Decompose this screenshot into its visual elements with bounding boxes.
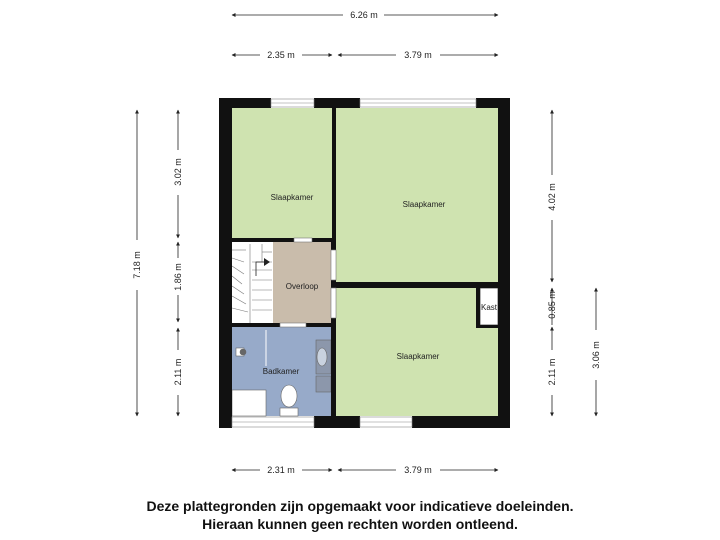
walls <box>219 98 510 428</box>
room-slaapkamer-top-right <box>336 108 498 282</box>
label-slaapkamer-top-left: Slaapkamer <box>271 193 314 202</box>
dimension-lines <box>135 13 598 472</box>
dim-top-right: 3.79 m <box>404 50 432 60</box>
dim-right-outer: 3.06 m <box>591 341 601 369</box>
shower-icon <box>231 389 267 417</box>
stair-arrow-icon <box>255 258 270 276</box>
towel-rail-icon <box>235 347 247 357</box>
bathroom-fixtures <box>231 330 332 417</box>
room-slaapkamer-top-left <box>232 108 332 238</box>
staircase <box>231 242 272 323</box>
dim-bottom-left: 2.31 m <box>267 465 295 475</box>
dim-left-mid: 1.86 m <box>173 263 183 291</box>
label-badkamer: Badkamer <box>263 367 300 376</box>
dim-right-mid: 0.85 m <box>547 291 557 319</box>
label-overloop: Overloop <box>286 282 319 291</box>
room-overloop <box>273 242 331 323</box>
sink-icon <box>315 339 332 393</box>
toilet-icon <box>279 384 299 417</box>
dim-top-total: 6.26 m <box>350 10 378 20</box>
dim-left-top: 3.02 m <box>173 158 183 186</box>
windows <box>231 98 477 428</box>
dim-right-bottom: 2.11 m <box>547 359 557 386</box>
disclaimer-line-2: Hieraan kunnen geen rechten worden ontle… <box>202 516 518 532</box>
door-badkamer <box>279 322 307 328</box>
dim-left-total: 7.18 m <box>132 251 142 279</box>
room-slaapkamer-bottom-right <box>336 288 498 416</box>
door-overloop-right-bottom <box>330 287 337 319</box>
dim-bottom-right: 3.79 m <box>404 465 432 475</box>
dim-right-top: 4.02 m <box>547 183 557 211</box>
disclaimer-line-1: Deze plattegronden zijn opgemaakt voor i… <box>146 498 574 514</box>
label-kast: Kast <box>481 303 498 312</box>
dim-left-bottom: 2.11 m <box>173 359 183 386</box>
label-slaapkamer-top-right: Slaapkamer <box>403 200 446 209</box>
door-overloop-right-top <box>330 249 337 281</box>
label-slaapkamer-bottom-right: Slaapkamer <box>397 352 440 361</box>
dim-top-left: 2.35 m <box>267 50 295 60</box>
doors <box>279 237 337 328</box>
door-overloop-top <box>293 237 313 243</box>
